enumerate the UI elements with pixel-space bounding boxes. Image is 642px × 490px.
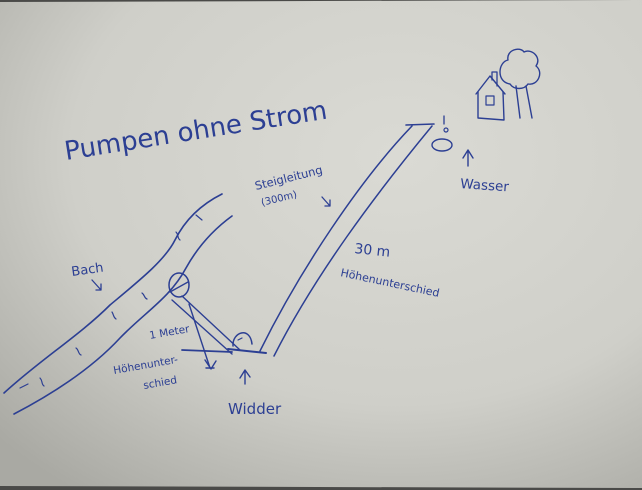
height-marker-1m xyxy=(181,303,233,370)
stream xyxy=(3,193,233,415)
height-1m-line3: schied xyxy=(142,374,178,392)
wasser-label: Wasser xyxy=(460,176,510,195)
ram-pump-icon xyxy=(227,332,267,354)
tree-icon xyxy=(499,48,541,119)
stream-lower-bank xyxy=(13,215,233,415)
delivery-pipe-arrow xyxy=(321,196,331,207)
widder-label: Widder xyxy=(228,400,282,418)
stream-upper-bank xyxy=(3,193,223,394)
stream-label: Bach xyxy=(70,261,104,280)
drive-pipe xyxy=(171,295,241,355)
tap-icon xyxy=(431,115,453,152)
widder-arrow xyxy=(239,369,251,385)
intake-icon xyxy=(168,272,190,298)
height-30m-value: 30 m xyxy=(354,241,391,261)
stream-arrow xyxy=(91,279,102,291)
delivery-pipe xyxy=(259,123,435,357)
wasser-arrow xyxy=(462,149,474,167)
house-icon xyxy=(475,71,506,121)
